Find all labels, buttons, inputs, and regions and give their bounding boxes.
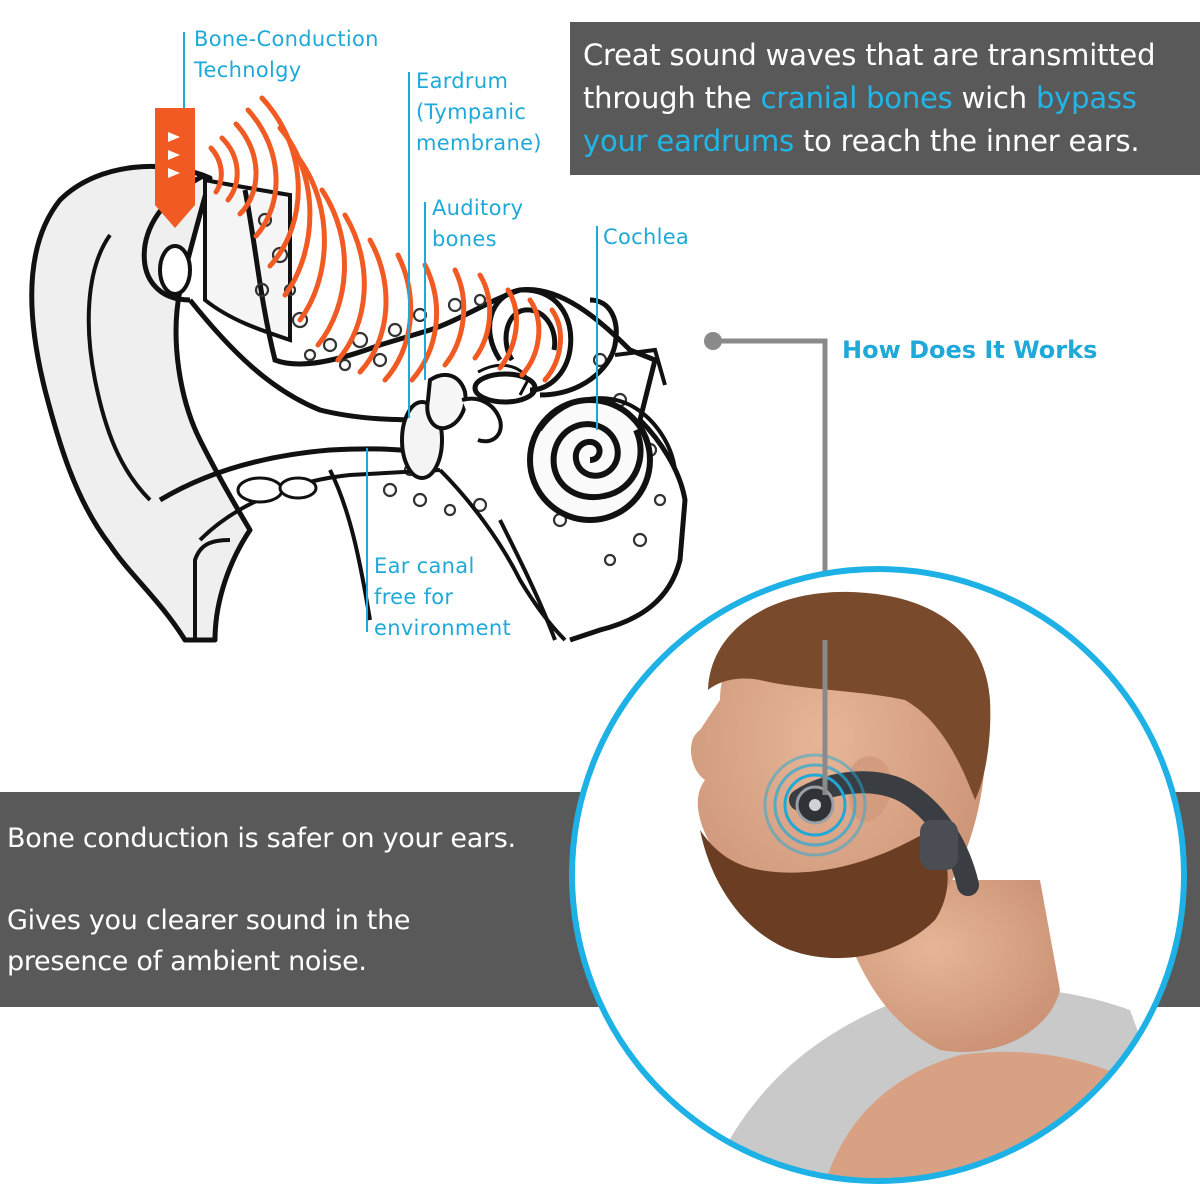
transducer-icon [155, 108, 195, 228]
top-banner-line2: through the cranial bones wich bypass [583, 81, 1137, 115]
connector-line [704, 332, 828, 800]
label-auditory-bones: Auditory bones [432, 196, 524, 251]
label-cochlea: Cochlea [603, 225, 690, 249]
label-eardrum: Eardrum (Tympanic membrane) [416, 69, 542, 155]
top-banner: Creat sound waves that are transmitted t… [570, 22, 1200, 175]
bottom-banner-line1: Bone conduction is safer on your ears. [7, 823, 516, 854]
spacer [7, 859, 1200, 900]
label-ear-canal: Ear canal free for environment [374, 554, 512, 640]
top-banner-line1: Creat sound waves that are transmitted [583, 38, 1156, 72]
bottom-banner-line2: Gives you clearer sound in the [7, 905, 411, 936]
bottom-banner: Bone conduction is safer on your ears. G… [0, 792, 1200, 1007]
label-bone-conduction: Bone-Conduction Technolgy [194, 27, 379, 82]
how-it-works-label: How Does It Works [842, 336, 1098, 364]
top-banner-line3: your eardrums to reach the inner ears. [583, 124, 1140, 158]
bottom-banner-line3: presence of ambient noise. [7, 946, 367, 977]
sound-wave-icon [208, 95, 563, 383]
